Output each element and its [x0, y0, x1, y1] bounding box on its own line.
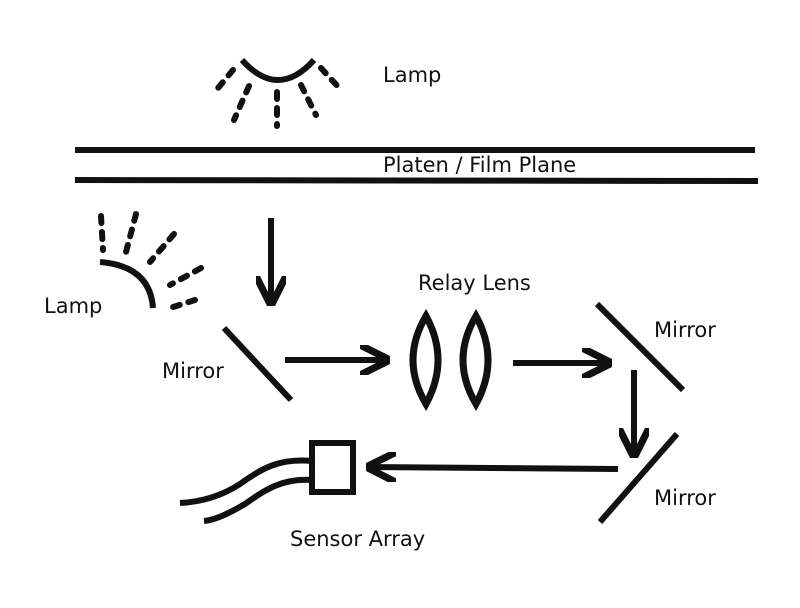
mirror-1-label: Mirror	[162, 359, 224, 383]
mirror-1-icon	[221, 325, 294, 403]
lamp-top-label: Lamp	[383, 63, 441, 87]
relay-lens-icon	[409, 308, 492, 412]
sensor-array-icon	[179, 440, 356, 524]
sensor-array-label: Sensor Array	[290, 527, 425, 551]
mirror-2-icon	[594, 301, 686, 393]
lamp-left-label: Lamp	[44, 294, 102, 318]
platen-plane	[74, 147, 759, 184]
relay-lens-label: Relay Lens	[418, 271, 531, 295]
mirror-3-label: Mirror	[654, 486, 716, 510]
arrow-left-icon	[372, 467, 619, 469]
mirror-2-label: Mirror	[654, 318, 716, 342]
lamp-top-icon	[215, 57, 344, 129]
lamp-left-icon	[98, 211, 204, 311]
mirror-3-icon	[597, 432, 680, 524]
platen-label: Platen / Film Plane	[383, 153, 576, 177]
